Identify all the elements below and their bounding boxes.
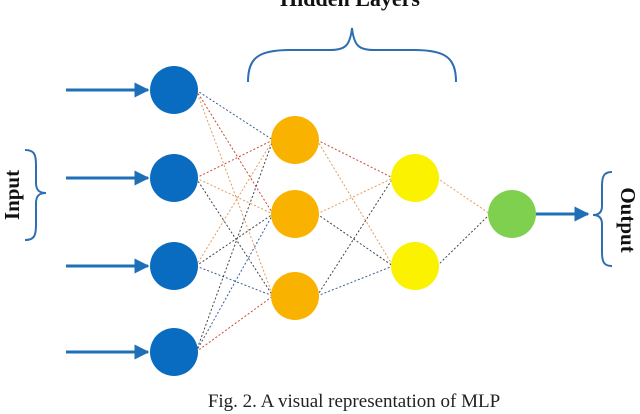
edge-input-4-to-hidden1-3 xyxy=(195,295,274,353)
edge-hidden2-1-to-output-1 xyxy=(436,177,491,215)
output-node-1 xyxy=(488,190,536,238)
input-label: Input xyxy=(0,170,24,220)
edge-input-1-to-hidden1-2 xyxy=(195,89,274,215)
input-node-2 xyxy=(150,154,198,202)
edge-hidden1-1-to-hidden2-1 xyxy=(316,139,394,179)
figure-caption: Fig. 2. A visual representation of MLP xyxy=(208,391,500,412)
input-arrows xyxy=(66,82,590,360)
output-label: Output xyxy=(616,187,640,252)
input-node-4 xyxy=(150,328,198,376)
edge-input-1-to-hidden1-1 xyxy=(195,89,274,141)
connection-edges xyxy=(195,89,491,353)
edge-hidden1-3-to-hidden2-2 xyxy=(316,265,394,297)
network-nodes xyxy=(150,66,536,376)
edge-input-4-to-hidden1-1 xyxy=(195,139,274,353)
edge-input-4-to-hidden1-2 xyxy=(195,213,274,353)
edge-hidden1-3-to-hidden2-1 xyxy=(316,177,394,297)
hidden1-node-3 xyxy=(271,272,319,320)
edge-hidden1-2-to-hidden2-2 xyxy=(316,213,394,267)
hidden2-node-1 xyxy=(391,154,439,202)
hidden1-node-1 xyxy=(271,116,319,164)
edge-input-1-to-hidden1-3 xyxy=(195,89,274,297)
edge-input-3-to-hidden1-2 xyxy=(195,213,274,267)
output-brace xyxy=(592,171,613,267)
edge-hidden1-2-to-hidden2-1 xyxy=(316,177,394,215)
edge-input-2-to-hidden1-3 xyxy=(195,177,274,297)
edge-input-3-to-hidden1-1 xyxy=(195,139,274,267)
hidden1-node-2 xyxy=(271,190,319,238)
input-brace xyxy=(24,149,47,241)
input-node-1 xyxy=(150,66,198,114)
hidden-layers-brace xyxy=(247,27,457,83)
edge-hidden2-2-to-output-1 xyxy=(436,213,491,267)
hidden2-node-2 xyxy=(391,242,439,290)
input-node-3 xyxy=(150,242,198,290)
hidden-layers-title: Hidden Layers xyxy=(280,0,420,11)
edge-hidden1-1-to-hidden2-2 xyxy=(316,139,394,267)
edge-input-3-to-hidden1-3 xyxy=(195,265,274,297)
